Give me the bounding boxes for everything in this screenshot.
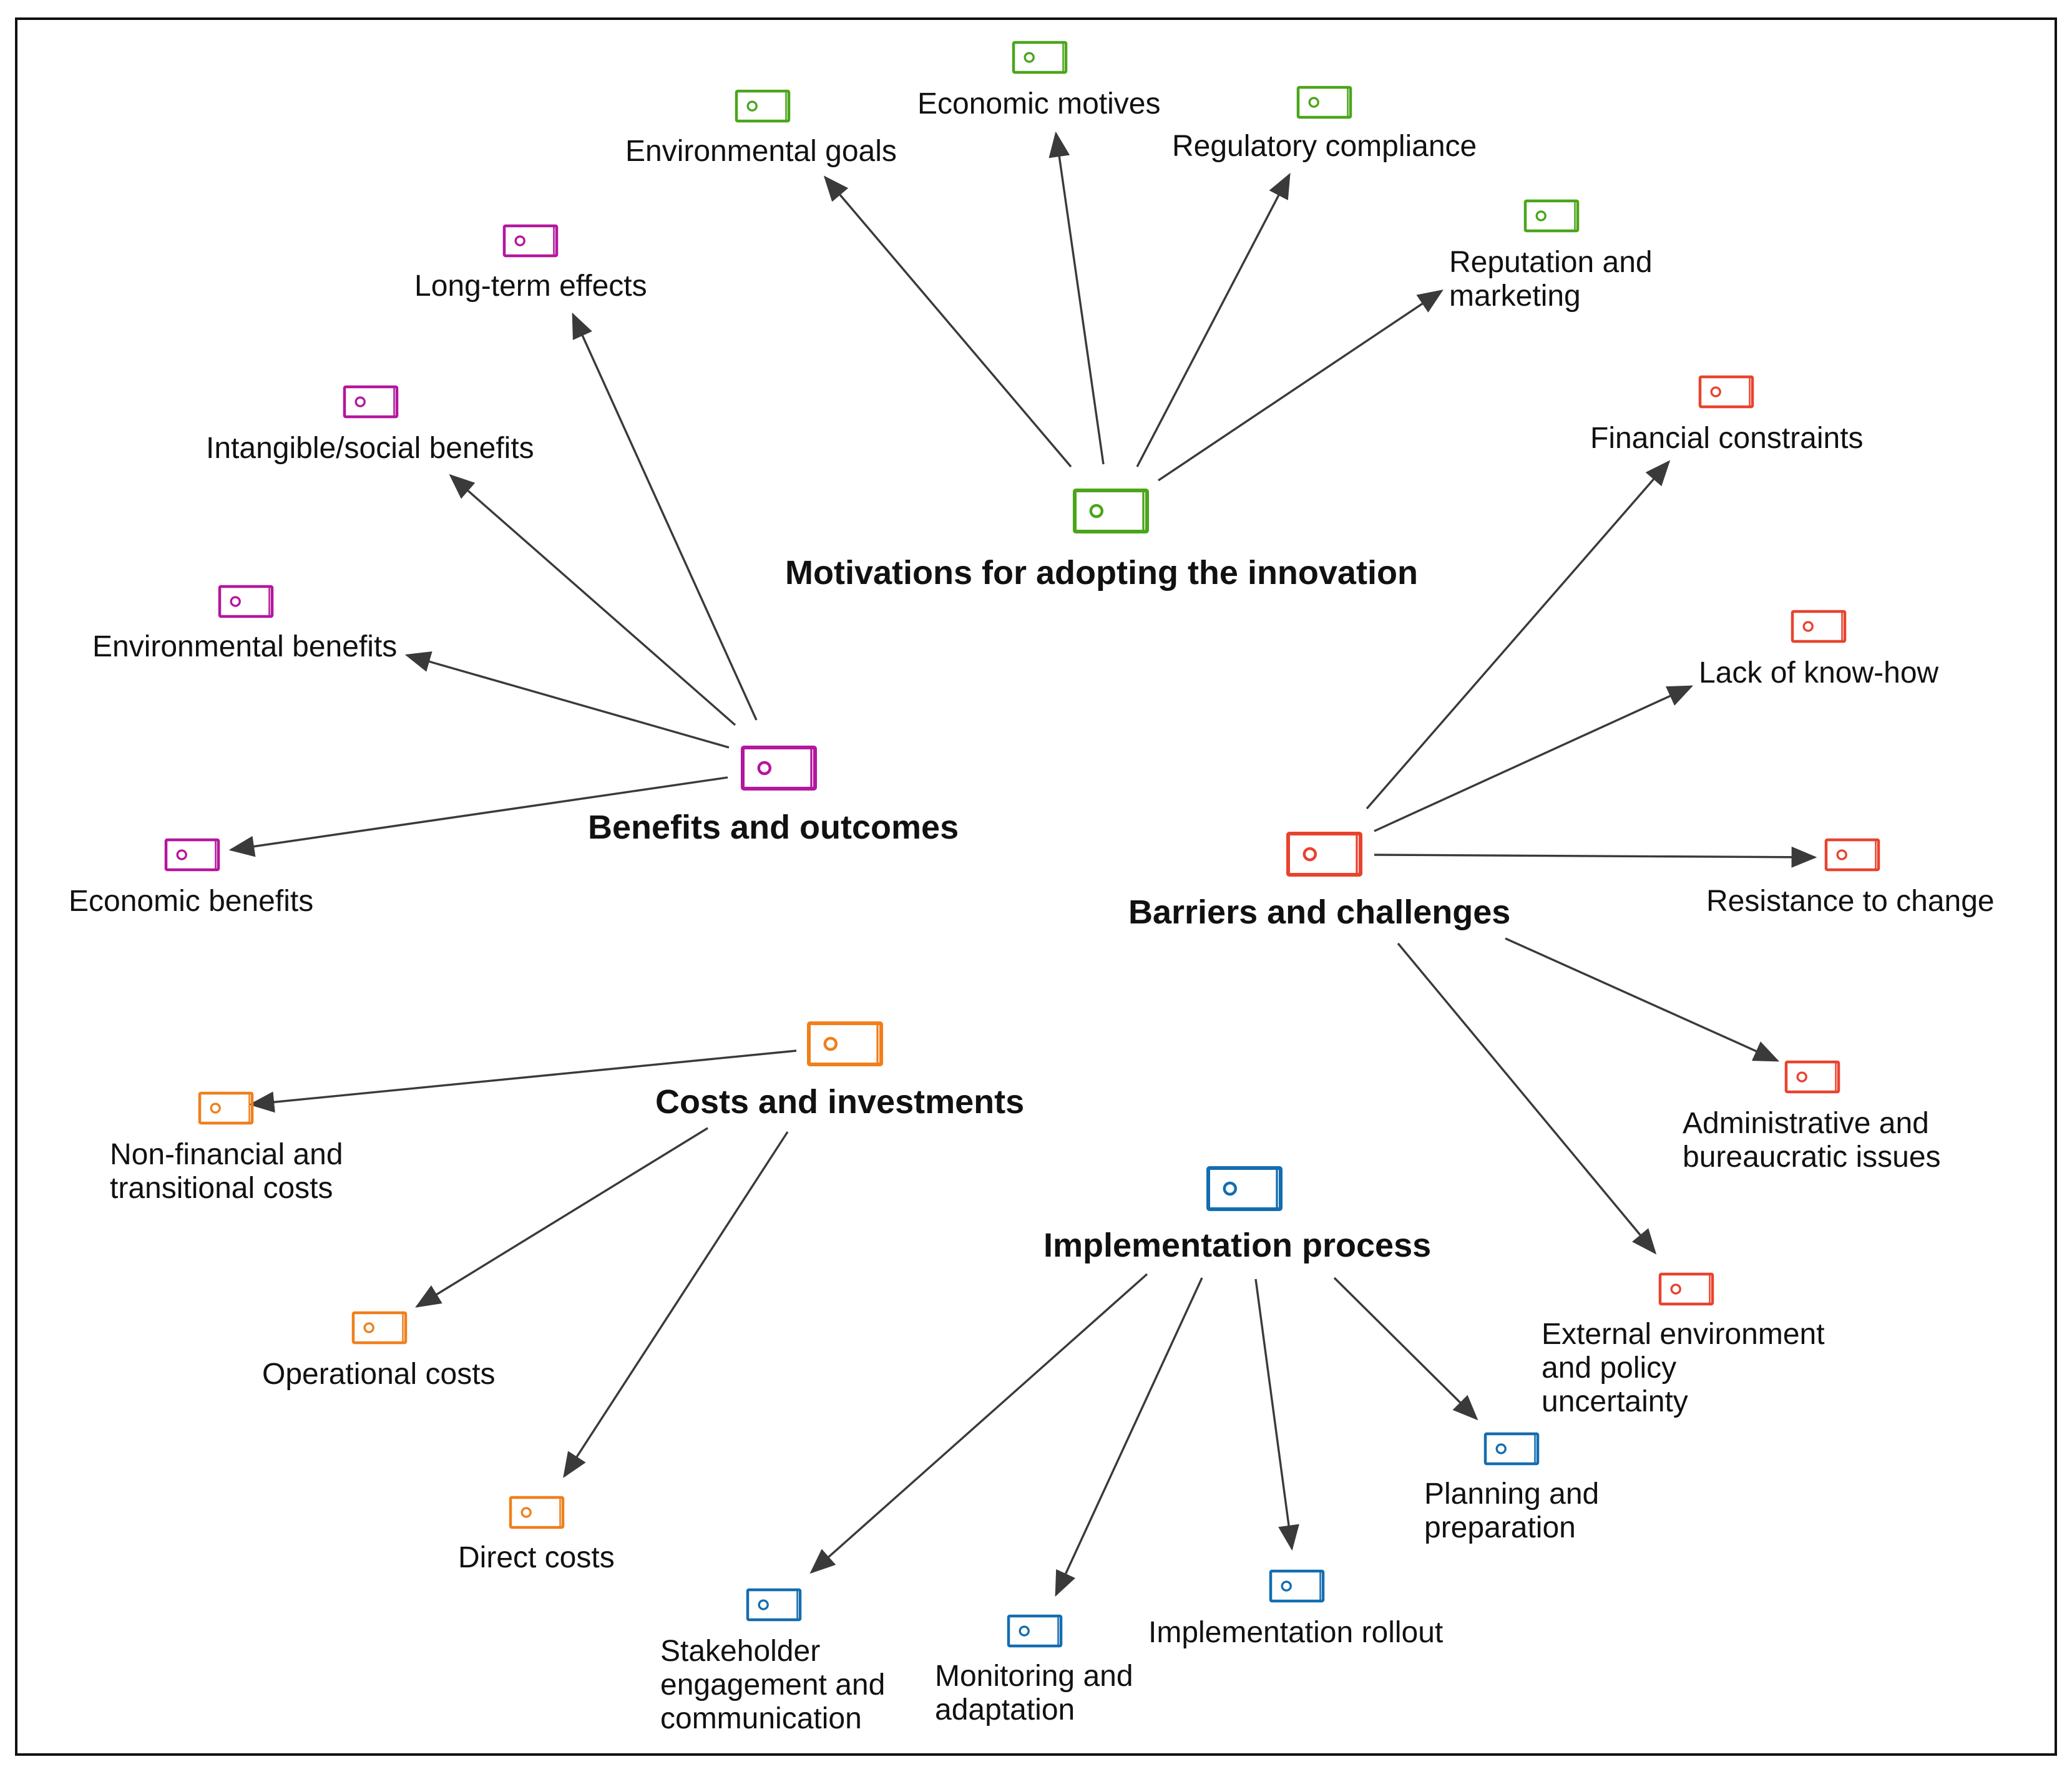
arrow-benefits-environmental bbox=[404, 651, 730, 749]
financial-constraints-tag-icon bbox=[1698, 375, 1754, 409]
planning-tag-icon bbox=[1483, 1432, 1540, 1466]
node-motivations[interactable]: Motivations for adopting the innovation bbox=[785, 554, 1418, 591]
node-external-environment[interactable]: External environment and policy uncertai… bbox=[1542, 1318, 1825, 1418]
motivations-tag-icon bbox=[1073, 489, 1149, 533]
long-term-effects-tag-icon bbox=[502, 224, 559, 258]
reputation-tag-icon bbox=[1523, 199, 1580, 233]
node-monitoring-and-adaptation[interactable]: Monitoring and adaptation bbox=[935, 1660, 1133, 1726]
node-regulatory-compliance[interactable]: Regulatory compliance bbox=[1172, 130, 1477, 163]
node-financial-constraints[interactable]: Financial constraints bbox=[1590, 422, 1864, 455]
node-administrative-bureaucratic[interactable]: Administrative and bureaucratic issues bbox=[1683, 1107, 1941, 1174]
arrow-motivations-economic-motives bbox=[1048, 131, 1105, 465]
arrow-barriers-resistance bbox=[1374, 846, 1817, 868]
arrow-barriers-know-how bbox=[1374, 685, 1694, 832]
arrow-motivations-reputation bbox=[1158, 290, 1444, 482]
node-non-financial-costs[interactable]: Non-financial and transitional costs bbox=[110, 1138, 343, 1205]
icons bbox=[164, 41, 1880, 1648]
arrow-benefits-long-term-effects bbox=[572, 312, 758, 721]
arrow-implementation-rollout bbox=[1254, 1278, 1299, 1551]
intangible-social-tag-icon bbox=[343, 385, 399, 419]
non-financial-costs-tag-icon bbox=[198, 1091, 254, 1125]
node-environmental-goals[interactable]: Environmental goals bbox=[625, 135, 897, 168]
node-benefits[interactable]: Benefits and outcomes bbox=[588, 809, 959, 846]
node-planning-and-preparation[interactable]: Planning and preparation bbox=[1424, 1477, 1600, 1544]
resistance-tag-icon bbox=[1824, 838, 1880, 872]
arrow-implementation-monitoring bbox=[1055, 1277, 1203, 1597]
node-long-term-effects[interactable]: Long-term effects bbox=[414, 270, 647, 303]
environmental-benefits-tag-icon bbox=[218, 585, 274, 618]
node-reputation-and-marketing[interactable]: Reputation and marketing bbox=[1449, 246, 1653, 313]
regulatory-compliance-tag-icon bbox=[1296, 85, 1352, 119]
implementation-tag-icon bbox=[1206, 1166, 1283, 1211]
operational-costs-tag-icon bbox=[351, 1311, 408, 1345]
arrow-barriers-external-environment bbox=[1397, 942, 1657, 1255]
external-environment-tag-icon bbox=[1658, 1272, 1714, 1306]
arrow-benefits-economic bbox=[228, 776, 728, 857]
economic-benefits-tag-icon bbox=[164, 838, 220, 872]
node-stakeholder-engagement[interactable]: Stakeholder engagement and communication bbox=[660, 1635, 886, 1735]
node-intangible-social-benefits[interactable]: Intangible/social benefits bbox=[206, 432, 534, 465]
stakeholder-tag-icon bbox=[746, 1588, 802, 1622]
administrative-tag-icon bbox=[1784, 1060, 1840, 1094]
economic-motives-tag-icon bbox=[1012, 41, 1068, 74]
node-economic-benefits[interactable]: Economic benefits bbox=[69, 885, 314, 918]
node-barriers[interactable]: Barriers and challenges bbox=[1128, 893, 1511, 931]
direct-costs-tag-icon bbox=[509, 1496, 565, 1529]
node-lack-of-know-how[interactable]: Lack of know-how bbox=[1699, 656, 1939, 689]
arrow-costs-direct bbox=[563, 1131, 789, 1478]
node-direct-costs[interactable]: Direct costs bbox=[458, 1541, 615, 1574]
node-costs[interactable]: Costs and investments bbox=[655, 1083, 1025, 1121]
node-operational-costs[interactable]: Operational costs bbox=[262, 1358, 496, 1391]
arrow-motivations-regulatory-compliance bbox=[1136, 172, 1291, 467]
node-environmental-benefits[interactable]: Environmental benefits bbox=[92, 630, 398, 663]
benefits-tag-icon bbox=[741, 746, 817, 791]
lack-of-know-how-tag-icon bbox=[1791, 610, 1847, 643]
arrow-motivations-environmental-goals bbox=[823, 175, 1072, 468]
arrow-implementation-planning bbox=[1333, 1277, 1478, 1421]
arrows bbox=[228, 131, 1817, 1597]
costs-tag-icon bbox=[807, 1021, 883, 1066]
node-implementation[interactable]: Implementation process bbox=[1043, 1227, 1432, 1264]
node-implementation-rollout[interactable]: Implementation rollout bbox=[1148, 1616, 1444, 1649]
environmental-goals-tag-icon bbox=[735, 89, 791, 123]
node-resistance-to-change[interactable]: Resistance to change bbox=[1706, 885, 1995, 918]
arrow-costs-non-financial bbox=[248, 1049, 797, 1113]
rollout-tag-icon bbox=[1269, 1569, 1325, 1603]
node-economic-motives[interactable]: Economic motives bbox=[917, 87, 1161, 120]
arrow-barriers-financial bbox=[1366, 460, 1671, 810]
monitoring-tag-icon bbox=[1007, 1614, 1063, 1648]
arrow-costs-operational bbox=[415, 1127, 708, 1308]
diagram-frame bbox=[15, 17, 2057, 1756]
arrow-benefits-intangible-social bbox=[449, 474, 736, 726]
arrow-barriers-administrative bbox=[1505, 937, 1780, 1062]
barriers-tag-icon bbox=[1286, 832, 1362, 877]
arrow-implementation-stakeholder bbox=[809, 1273, 1148, 1574]
